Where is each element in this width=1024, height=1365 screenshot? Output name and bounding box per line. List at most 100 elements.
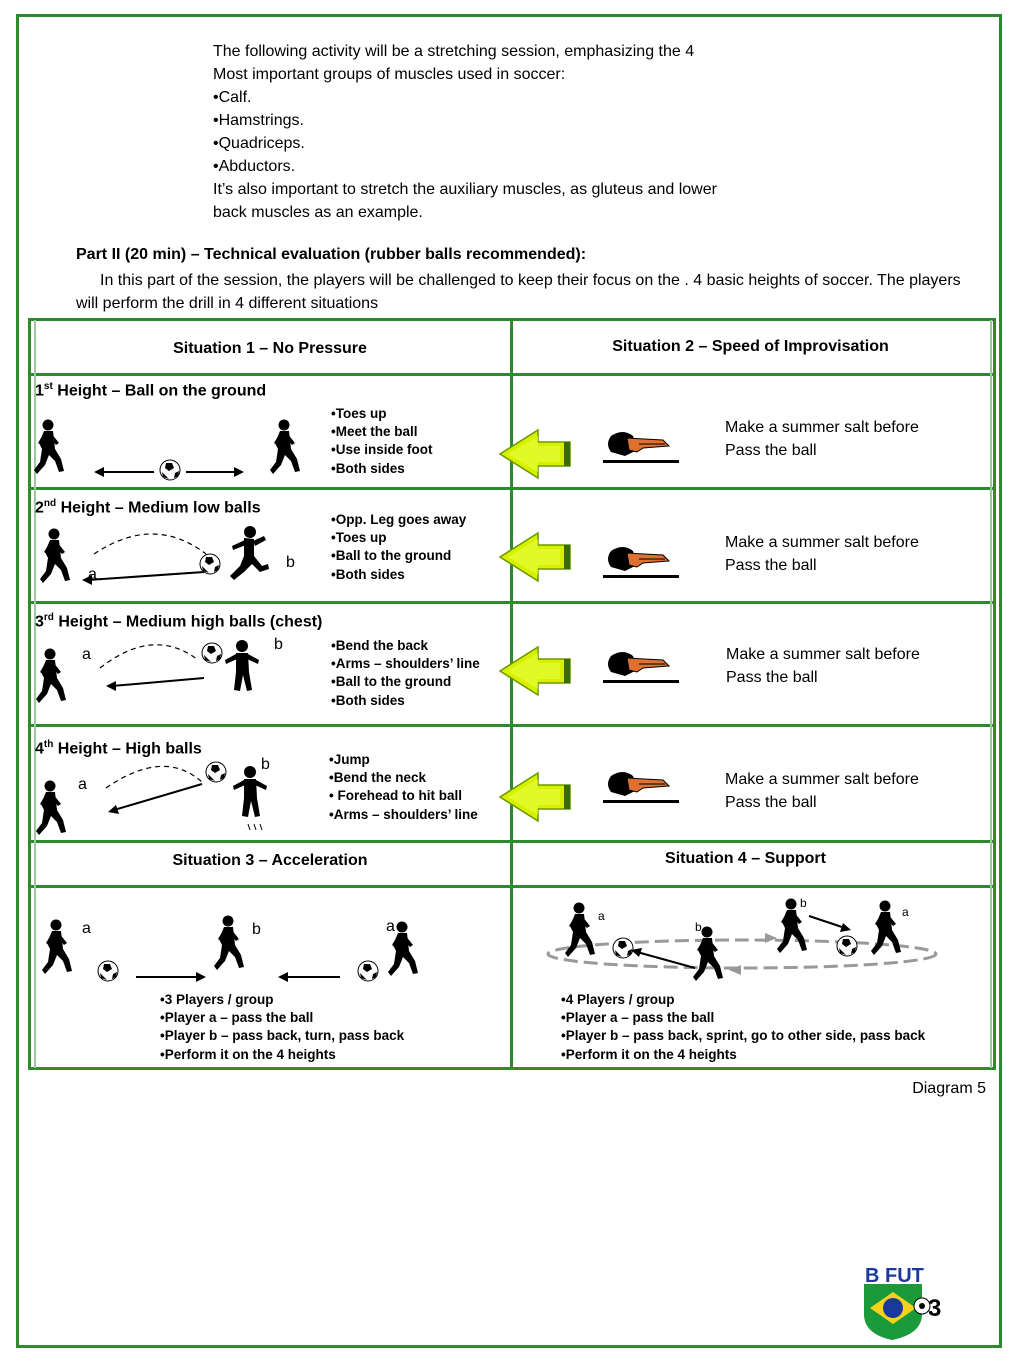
player-b-label: b [695, 920, 702, 934]
bullet-item: •Player a – pass the ball [160, 1010, 314, 1026]
height3-improvisation-note: Make a summer salt before Pass the ball [726, 643, 920, 689]
player-a-label: a [82, 646, 91, 663]
page-border [16, 14, 1002, 1348]
height2-drill-illustration [40, 526, 269, 585]
bullet-item: •Toes up [331, 406, 387, 421]
situation2-header: Situation 2 – Speed of Improvisation [612, 338, 889, 355]
height-number: 3 [35, 613, 44, 631]
situation3-drill-illustration [42, 915, 418, 982]
height2-improvisation-note: Make a summer salt before Pass the ball [725, 531, 919, 577]
bullet-item: •Both sides [331, 460, 405, 476]
bullet-item: •Ball to the ground [331, 548, 452, 564]
player-a-label: a [598, 909, 605, 923]
height-ordinal: st [43, 381, 53, 392]
note-line: Make a summer salt before [725, 534, 919, 551]
height1-drill-illustration [34, 419, 300, 481]
height1-bullets: •Toes up •Meet the ball •Use inside foot… [331, 405, 433, 478]
bullet-item: •Opp. Leg goes away [331, 512, 467, 527]
height4-drill-illustration [36, 761, 267, 835]
bullet-item: •Jump [329, 752, 370, 767]
intro-line: The following activity will be a stretch… [213, 43, 695, 60]
height3-bullets: •Bend the back •Arms – shoulders’ line •… [331, 637, 480, 710]
height-title-text: Height – High balls [53, 740, 202, 758]
somersault-figure-icon [602, 651, 680, 684]
player-b-label: b [252, 921, 261, 938]
height-number: 2 [35, 499, 44, 517]
height-title-text: Height – Medium low balls [56, 499, 261, 517]
left-arrow-icon [499, 772, 571, 822]
height2-bullets: •Opp. Leg goes away •Toes up •Ball to th… [331, 511, 466, 584]
note-line: Make a summer salt before [725, 419, 919, 436]
player-a-label: a [78, 776, 87, 793]
intro-line: back muscles as an example. [213, 204, 423, 221]
intro-line: It’s also important to stretch the auxil… [213, 181, 717, 198]
height4-improvisation-note: Make a summer salt before Pass the ball [725, 768, 919, 814]
bullet-item: •Meet the ball [331, 424, 418, 440]
bullet-item: •Player b – pass back, turn, pass back [160, 1028, 405, 1044]
height-ordinal: th [43, 739, 54, 750]
table-inner-line [34, 320, 36, 1068]
note-line: Pass the ball [725, 442, 817, 459]
somersault-figure-icon [602, 431, 680, 464]
situation3-bullets: •3 Players / group •Player a – pass the … [160, 991, 404, 1064]
height4-bullets: •Jump •Bend the neck • Forehead to hit b… [329, 751, 478, 824]
intro-line: •Hamstrings. [213, 112, 304, 129]
left-arrow-icon [499, 646, 571, 696]
height-title-text: Height – Medium high balls (chest) [53, 613, 323, 631]
diagram-caption: Diagram 5 [912, 1080, 986, 1097]
player-a-label: a [88, 566, 97, 583]
intro-line: •Calf. [213, 89, 252, 106]
bullet-item: •Bend the neck [329, 770, 426, 786]
player-a-label: a [902, 905, 909, 919]
bullet-item: •Both sides [331, 692, 405, 708]
situation3-header: Situation 3 – Acceleration [172, 852, 368, 869]
height-ordinal: nd [43, 498, 57, 509]
bullet-item: •Ball to the ground [331, 674, 452, 690]
intro-line: •Abductors. [213, 158, 296, 175]
bullet-item: •Perform it on the 4 heights [561, 1046, 737, 1062]
note-line: Pass the ball [726, 669, 818, 686]
height-number: 1 [35, 382, 44, 400]
intro-line: Most important groups of muscles used in… [213, 66, 566, 83]
height-title-text: Height – Ball on the ground [52, 382, 267, 400]
bullet-item: •Arms – shoulders’ line [329, 806, 478, 822]
height2-title: 2nd Height – Medium low balls [35, 498, 261, 517]
part2-title: Part II (20 min) – Technical evaluation … [76, 246, 587, 263]
bullet-item: •4 Players / group [561, 992, 675, 1007]
height-ordinal: rd [43, 612, 54, 623]
bullet-item: •Use inside foot [331, 442, 433, 458]
note-line: Pass the ball [725, 557, 817, 574]
player-b-label: b [274, 636, 283, 653]
page-number: 3 [928, 1295, 941, 1322]
player-b-label: b [800, 896, 807, 910]
height1-title: 1st Height – Ball on the ground [35, 381, 266, 400]
player-b-label: b [261, 756, 270, 773]
bullet-item: • Forehead to hit ball [329, 788, 462, 804]
bfut-logo: B FUT 3 [862, 1262, 948, 1342]
bullet-item: •3 Players / group [160, 992, 274, 1007]
situation4-bullets: •4 Players / group •Player a – pass the … [561, 991, 925, 1064]
height-number: 4 [35, 740, 44, 758]
somersault-figure-icon [602, 546, 680, 579]
height3-drill-illustration [36, 640, 259, 703]
left-arrow-icon [499, 532, 571, 582]
intro-line: •Quadriceps. [213, 135, 305, 152]
logo-text: B FUT [865, 1265, 924, 1287]
part2-body: In this part of the session, the players… [76, 272, 961, 312]
player-a-label: a [386, 918, 395, 935]
height1-improvisation-note: Make a summer salt before Pass the ball [725, 416, 919, 462]
situation4-drill-illustration [546, 898, 938, 981]
bullet-item: •Both sides [331, 566, 405, 582]
logo-shield-icon: B FUT 3 [864, 1264, 941, 1340]
player-a-label: a [82, 920, 91, 937]
player-b-label: b [286, 554, 295, 571]
note-line: Make a summer salt before [725, 771, 919, 788]
table-inner-line [990, 320, 992, 1068]
situation1-header: Situation 1 – No Pressure [173, 340, 367, 357]
height4-title: 4th Height – High balls [35, 739, 202, 758]
somersault-figure-icon [602, 771, 680, 804]
height3-title: 3rd Height – Medium high balls (chest) [35, 612, 322, 631]
intro-text: The following activity will be a stretch… [213, 40, 933, 224]
bullet-item: •Perform it on the 4 heights [160, 1046, 336, 1062]
bullet-item: •Player b – pass back, sprint, go to oth… [561, 1028, 926, 1044]
